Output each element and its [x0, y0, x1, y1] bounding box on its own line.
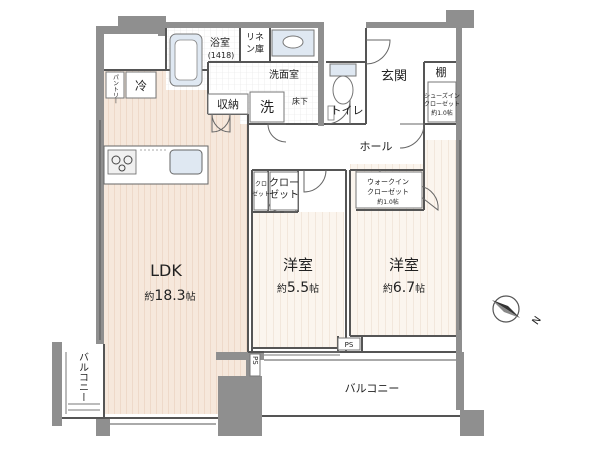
- closet-small-label-1: クロ: [255, 181, 267, 188]
- toilet-label: トイレ: [331, 104, 364, 117]
- shoes-closet-area: 約1.0帖: [431, 109, 453, 117]
- compass: N: [492, 295, 544, 327]
- western1-area: 約5.5帖: [277, 280, 319, 296]
- walkin-label-1: ウォークイン: [367, 178, 409, 186]
- bathtub: [169, 33, 203, 87]
- western1-area-prefix: 約: [277, 282, 287, 295]
- balcony-main-label: バルコニー: [345, 382, 400, 395]
- pantry-label: パントリー: [112, 74, 119, 104]
- western1-area-unit: 帖: [309, 282, 319, 295]
- storage-space: [207, 93, 249, 115]
- pantry-space: [105, 71, 125, 99]
- closet-label-1: クロー: [269, 177, 299, 189]
- washroom-label: 洗面室: [269, 68, 299, 81]
- bath-name: 浴室: [210, 36, 230, 49]
- walkin-closet-space: [355, 171, 423, 209]
- kitchen-counter: [103, 145, 209, 185]
- wash-label: 洗: [260, 100, 274, 116]
- ldk-area-value: 18.3: [154, 288, 185, 304]
- western1-area-value: 5.5: [287, 280, 309, 296]
- fridge-space: [125, 71, 157, 99]
- shoes-closet-space: [427, 81, 457, 123]
- western2-area: 約6.7帖: [383, 280, 425, 296]
- linen-label-1: リネ: [246, 32, 264, 43]
- hall-label: ホール: [360, 140, 393, 153]
- closet-small-label-2: ゼット: [252, 190, 270, 198]
- bath-size: (1418): [208, 51, 235, 60]
- washing-machine-area: [249, 91, 285, 123]
- closet-small-space: [253, 171, 269, 211]
- ps1-label: PS: [251, 356, 259, 365]
- shelf-label: 棚: [436, 65, 447, 79]
- ps2-box: [337, 337, 361, 351]
- storage-label: 収納: [217, 98, 239, 111]
- wash-basin: [271, 29, 315, 57]
- balcony-side-label: バルコニー: [77, 352, 89, 402]
- walkin-area: 約1.0帖: [377, 198, 399, 206]
- side-balcony-rail: [65, 352, 100, 414]
- fridge-label: 冷: [135, 79, 147, 93]
- floor-storage-label: 床下: [292, 96, 308, 106]
- ldk-area-unit: 帖: [186, 290, 196, 303]
- windows: [99, 120, 461, 425]
- toilet-fixture: [327, 63, 357, 121]
- entrance-label: 玄関: [381, 69, 407, 84]
- western2-area-value: 6.7: [393, 280, 415, 296]
- shoes-closet-label-1: シューズイン: [424, 92, 460, 100]
- shoes-closet-label-2: クローゼット: [424, 100, 460, 108]
- walkin-label-2: クローゼット: [367, 187, 409, 196]
- ps2-label: PS: [345, 341, 354, 349]
- ldk-name: LDK: [150, 261, 182, 280]
- sliding-door: [264, 351, 340, 356]
- closet-label-2: ゼット: [269, 189, 299, 201]
- compass-label: N: [531, 315, 544, 327]
- western1-name: 洋室: [283, 256, 313, 274]
- side-balcony-floor: [62, 346, 104, 418]
- linen-label-2: ン庫: [246, 43, 264, 55]
- interior-walls: [62, 28, 460, 419]
- hall-floor: [248, 124, 424, 164]
- western2-name: 洋室: [389, 256, 419, 274]
- ps1-box: [249, 353, 261, 377]
- western2-area-prefix: 約: [383, 282, 393, 295]
- closet-space: [269, 171, 299, 211]
- western2-area-unit: 帖: [415, 282, 425, 295]
- western1-floor: [252, 212, 344, 348]
- ldk-area: 約18.3帖: [144, 288, 195, 304]
- ldk-area-prefix: 約: [144, 290, 154, 303]
- balcony-floor: [262, 356, 460, 416]
